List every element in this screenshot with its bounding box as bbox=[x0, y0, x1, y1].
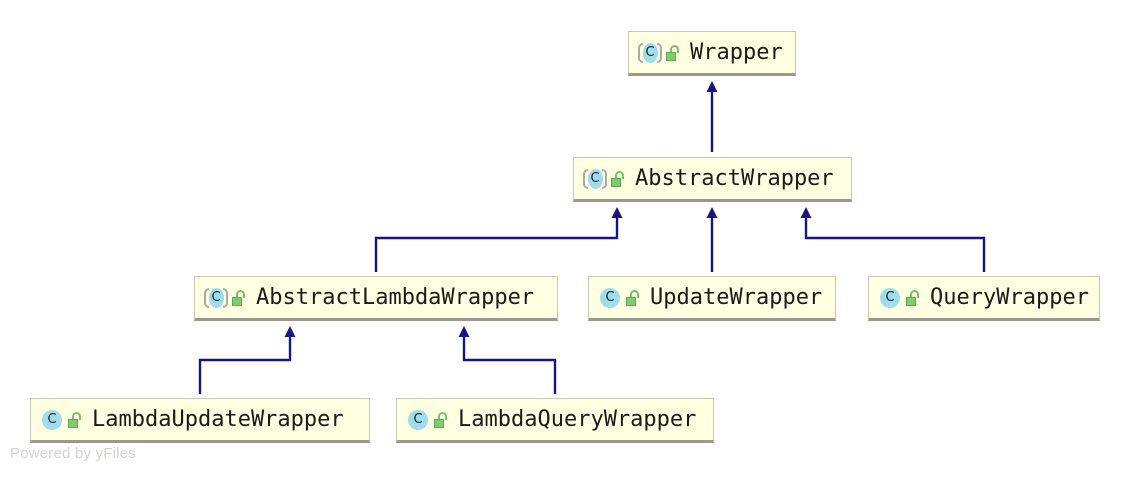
abstract-class-icon: C bbox=[204, 287, 228, 309]
class-node-abstract-lambda-wrapper[interactable]: C AbstractLambdaWrapper bbox=[194, 276, 558, 321]
node-icon-group: C bbox=[638, 42, 681, 64]
unlocked-public-icon bbox=[665, 44, 681, 62]
class-node-label: LambdaUpdateWrapper bbox=[92, 406, 344, 432]
class-node-label: UpdateWrapper bbox=[650, 284, 823, 310]
class-node-label: AbstractWrapper bbox=[635, 165, 834, 191]
class-node-label: QueryWrapper bbox=[930, 284, 1089, 310]
node-icon-group: C bbox=[407, 409, 449, 431]
node-icon-group: C bbox=[204, 287, 247, 309]
class-node-lambda-update-wrapper[interactable]: C LambdaUpdateWrapper bbox=[30, 398, 370, 443]
class-node-query-wrapper[interactable]: C QueryWrapper bbox=[868, 276, 1100, 321]
edge-abstract-lambda-wrapper-to-abstract-wrapper bbox=[374, 207, 623, 272]
concrete-class-icon: C bbox=[407, 409, 429, 431]
class-node-wrapper[interactable]: C Wrapper bbox=[628, 31, 796, 76]
unlocked-public-icon bbox=[231, 289, 247, 307]
node-icon-group: C bbox=[879, 287, 921, 309]
class-node-update-wrapper[interactable]: C UpdateWrapper bbox=[588, 276, 836, 321]
unlocked-public-icon bbox=[625, 289, 641, 307]
abstract-class-icon: C bbox=[638, 42, 662, 64]
class-node-abstract-wrapper[interactable]: C AbstractWrapper bbox=[573, 157, 852, 202]
abstract-class-icon: C bbox=[583, 168, 607, 190]
unlocked-public-icon bbox=[905, 289, 921, 307]
unlocked-public-icon bbox=[610, 170, 626, 188]
edge-lambda-update-wrapper-to-abstract-lambda-wrapper bbox=[198, 326, 296, 394]
unlocked-public-icon bbox=[433, 411, 449, 429]
concrete-class-icon: C bbox=[879, 287, 901, 309]
yfiles-watermark: Powered by yFiles bbox=[10, 445, 136, 462]
node-icon-group: C bbox=[583, 168, 626, 190]
class-node-label: LambdaQueryWrapper bbox=[458, 406, 697, 432]
class-node-label: AbstractLambdaWrapper bbox=[256, 284, 535, 310]
edge-query-wrapper-to-abstract-wrapper bbox=[800, 207, 986, 272]
class-node-label: Wrapper bbox=[690, 39, 783, 65]
class-node-lambda-query-wrapper[interactable]: C LambdaQueryWrapper bbox=[396, 398, 714, 443]
edge-lambda-query-wrapper-to-abstract-lambda-wrapper bbox=[458, 326, 557, 394]
concrete-class-icon: C bbox=[599, 287, 621, 309]
unlocked-public-icon bbox=[67, 411, 83, 429]
node-icon-group: C bbox=[41, 409, 83, 431]
node-icon-group: C bbox=[599, 287, 641, 309]
concrete-class-icon: C bbox=[41, 409, 63, 431]
